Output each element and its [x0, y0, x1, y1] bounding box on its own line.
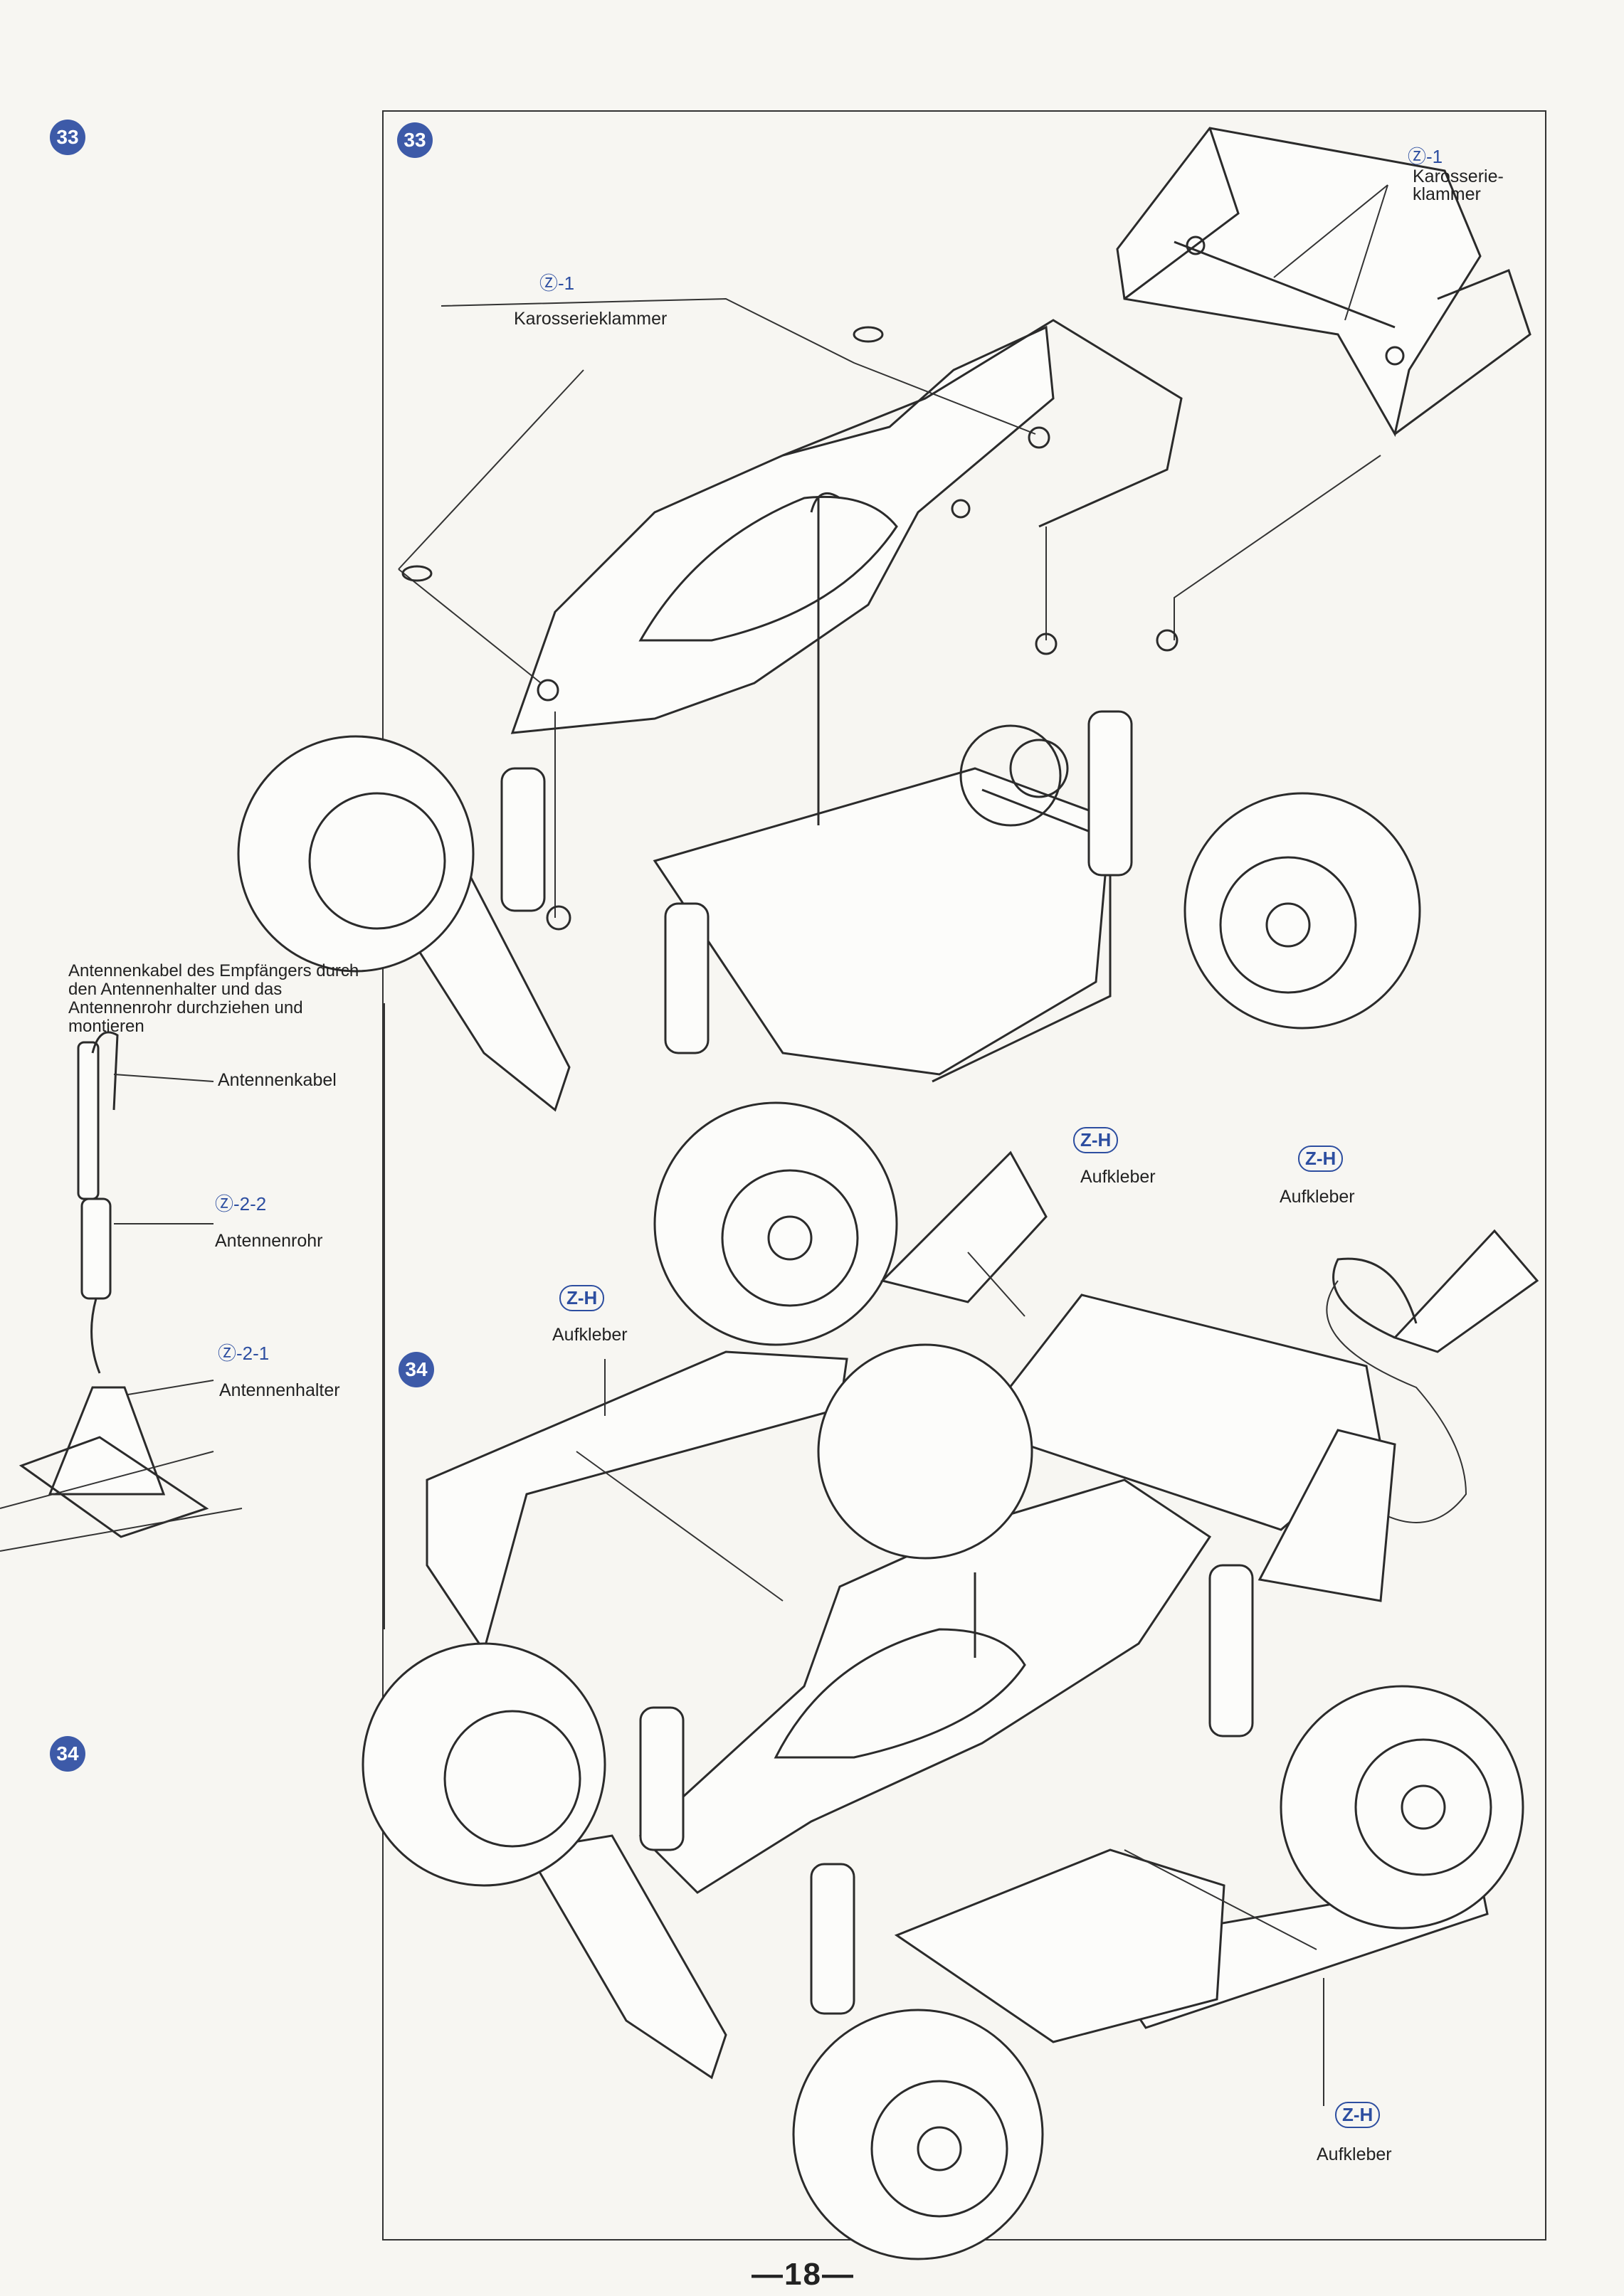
- clip-wing-part-ref: Ⓩ-1: [1408, 146, 1443, 167]
- antenna-tube-label: Antennenrohr: [215, 1231, 323, 1251]
- antenna-holder-part-ref: Ⓩ-2-1: [218, 1343, 270, 1364]
- sticker-wing-tag: Z-H: [1073, 1127, 1119, 1153]
- step-33-frame-badge: 33: [397, 122, 433, 158]
- sticker-wing-label: Aufkleber: [1080, 1167, 1156, 1187]
- antenna-instruction: Antennenkabel des Empfängers durch den A…: [68, 961, 359, 1036]
- step-34-frame-badge: 34: [399, 1352, 434, 1387]
- sticker-rear-tag: Z-H: [1335, 2102, 1381, 2128]
- sticker-side-tag: Z-H: [1298, 1146, 1344, 1172]
- antenna-cable-label: Antennenkabel: [218, 1070, 337, 1090]
- antenna-holder-label: Antennenhalter: [219, 1380, 340, 1400]
- sticker-side-label: Aufkleber: [1280, 1187, 1355, 1207]
- step34-buggy-drawing: [362, 1150, 1539, 2260]
- sticker-front-tag: Z-H: [559, 1285, 605, 1311]
- step-33-margin-badge: 33: [50, 120, 85, 155]
- antenna-detail-drawing: [0, 1003, 385, 1629]
- clip-wing-label: Karosserie- klammer: [1413, 166, 1504, 204]
- clip-main-label: Karosserieklammer: [514, 309, 668, 329]
- clip-main-part-ref: Ⓩ-1: [539, 273, 575, 294]
- page-number: —18—: [752, 2257, 855, 2292]
- step33-buggy-drawing: [237, 127, 1531, 1346]
- step-34-margin-badge: 34: [50, 1736, 85, 1772]
- sticker-rear-label: Aufkleber: [1317, 2144, 1392, 2164]
- sticker-front-label: Aufkleber: [552, 1325, 628, 1345]
- antenna-tube-part-ref: Ⓩ-2-2: [215, 1193, 267, 1215]
